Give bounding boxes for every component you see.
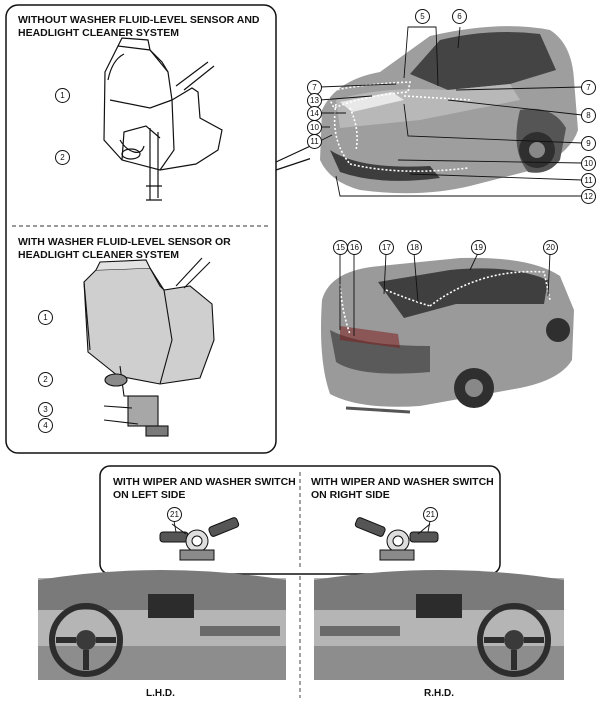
callout-10-left: 10 [307,120,322,135]
callout-5: 5 [415,9,430,24]
switch-right-title: WITH WIPER AND WASHER SWITCH ON RIGHT SI… [311,476,494,501]
callout-2a: 2 [55,150,70,165]
lhd-caption: L.H.D. [146,688,175,699]
callout-14: 14 [307,106,322,121]
rhd-dashboard-illustration [314,570,564,680]
switch-callout-leaders [173,520,431,533]
switch-illustration-left [159,517,240,561]
callout-10-right: 10 [581,156,596,171]
rhd-caption: R.H.D. [424,688,454,699]
rear-callout-leaders [339,252,551,336]
callout-18: 18 [407,240,422,255]
callout-2b: 2 [38,372,53,387]
callout-7-left: 7 [307,80,322,95]
callout-19: 19 [471,240,486,255]
callout-16: 16 [347,240,362,255]
callout-3: 3 [38,402,53,417]
switch-left-title: WITH WIPER AND WASHER SWITCH ON LEFT SID… [113,476,296,501]
callout-11-right: 11 [581,173,596,188]
callout-12: 12 [581,189,596,204]
washer-a-title: WITHOUT WASHER FLUID-LEVEL SENSOR AND HE… [18,14,260,39]
callout-9: 9 [581,136,596,151]
washer-tank-illustration-b [83,257,215,437]
rear-vehicle-illustration [318,257,580,428]
callout-21-right: 21 [423,507,438,522]
washer-b-title: WITH WASHER FLUID-LEVEL SENSOR OR HEADLI… [18,236,231,261]
washer-tank-illustration-a [103,37,223,201]
callout-6: 6 [452,9,467,24]
lhd-dashboard-illustration [38,570,286,680]
switch-illustration-right [354,517,439,561]
callout-1a: 1 [55,88,70,103]
callout-8: 8 [581,108,596,123]
callout-21-left: 21 [167,507,182,522]
callout-17: 17 [379,240,394,255]
callout-7-right: 7 [581,80,596,95]
callout-11-left: 11 [307,134,322,149]
callout-20: 20 [543,240,558,255]
callout-4: 4 [38,418,53,433]
front-vehicle-illustration [310,22,590,222]
callout-1b: 1 [38,310,53,325]
callout-15: 15 [333,240,348,255]
front-callout-leaders [319,26,583,197]
